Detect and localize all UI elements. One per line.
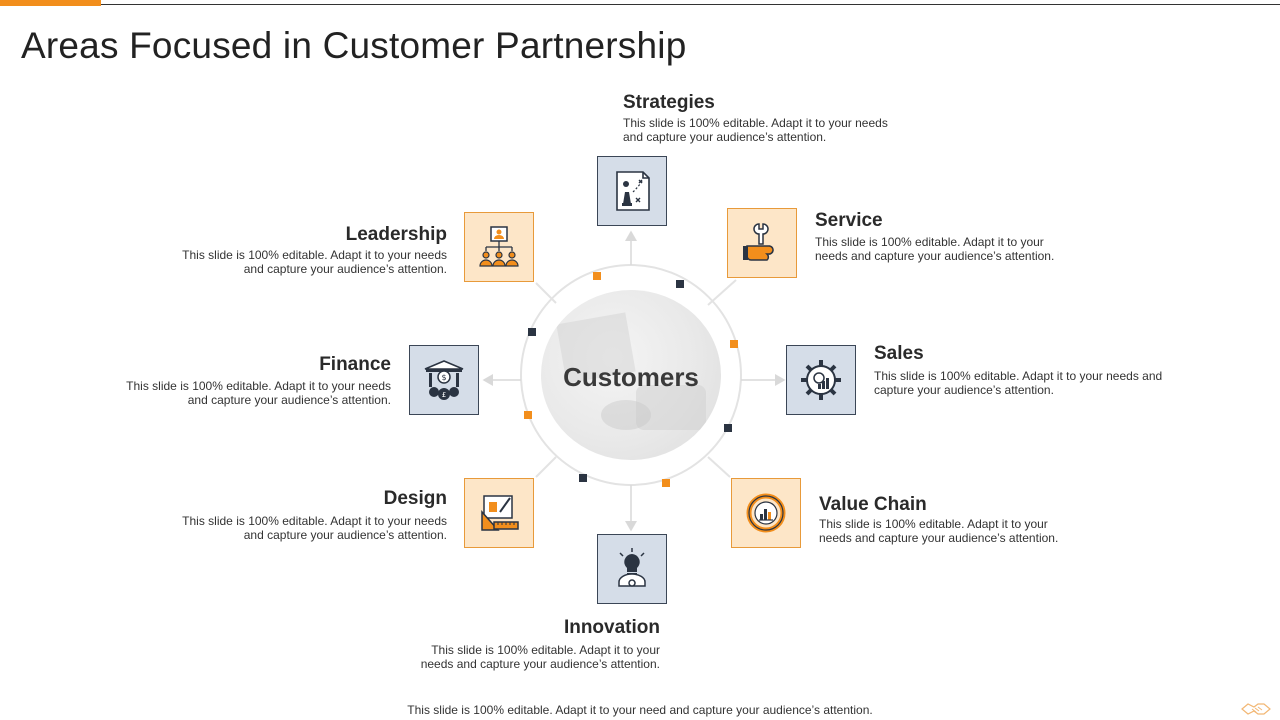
top-rule-line: [101, 4, 1280, 5]
customers-photo-circle: [541, 290, 721, 460]
service-desc: This slide is 100% editable. Adapt it to…: [815, 235, 1055, 263]
innovation-desc: This slide is 100% editable. Adapt it to…: [420, 643, 660, 671]
service-title: Service: [815, 210, 883, 231]
service-box: [727, 208, 797, 278]
strategies-box: [597, 156, 667, 226]
value-chain-desc: This slide is 100% editable. Adapt it to…: [819, 517, 1059, 545]
top-accent-bar: [0, 0, 101, 6]
finance-title: Finance: [319, 354, 391, 375]
finance-box: $ £: [409, 345, 479, 415]
svg-text:$: $: [441, 373, 446, 382]
design-tools-icon: [481, 495, 519, 531]
ring-dot: [730, 340, 738, 348]
ring-dot: [528, 328, 536, 336]
page-title: Areas Focused in Customer Partnership: [21, 25, 687, 66]
innovation-title: Innovation: [563, 617, 660, 638]
ring-dot: [579, 474, 587, 482]
svg-text:£: £: [442, 391, 446, 399]
design-desc: This slide is 100% editable. Adapt it to…: [182, 514, 447, 542]
value-chain-box: [731, 478, 801, 548]
design-box: [464, 478, 534, 548]
strategies-title: Strategies: [623, 92, 715, 113]
gear-chart-icon: [801, 360, 841, 400]
handshake-icon: [1241, 703, 1271, 715]
ring-dot: [676, 280, 684, 288]
ring-dot: [593, 272, 601, 280]
sales-title: Sales: [874, 343, 924, 364]
org-team-icon: [479, 226, 519, 267]
ring-dot: [524, 411, 532, 419]
lightbulb-gear-icon: [618, 548, 646, 587]
strategies-desc: This slide is 100% editable. Adapt it to…: [623, 116, 888, 144]
value-chain-title: Value Chain: [819, 494, 927, 515]
design-title: Design: [383, 488, 447, 509]
sales-box: [786, 345, 856, 415]
chess-strategy-icon: [616, 171, 650, 211]
leadership-title: Leadership: [345, 224, 447, 245]
bank-coins-icon: $ £: [424, 360, 464, 400]
footer-note: This slide is 100% editable. Adapt it to…: [407, 703, 873, 717]
cycle-chart-icon: [746, 493, 786, 533]
finance-desc: This slide is 100% editable. Adapt it to…: [126, 379, 391, 407]
innovation-box: [597, 534, 667, 604]
sales-desc: This slide is 100% editable. Adapt it to…: [874, 369, 1163, 397]
wrench-hand-icon: [743, 223, 774, 261]
ring-dot: [724, 424, 732, 432]
ring-dot: [662, 479, 670, 487]
leadership-desc: This slide is 100% editable. Adapt it to…: [182, 248, 447, 276]
leadership-box: [464, 212, 534, 282]
center-label: Customers: [563, 362, 699, 392]
